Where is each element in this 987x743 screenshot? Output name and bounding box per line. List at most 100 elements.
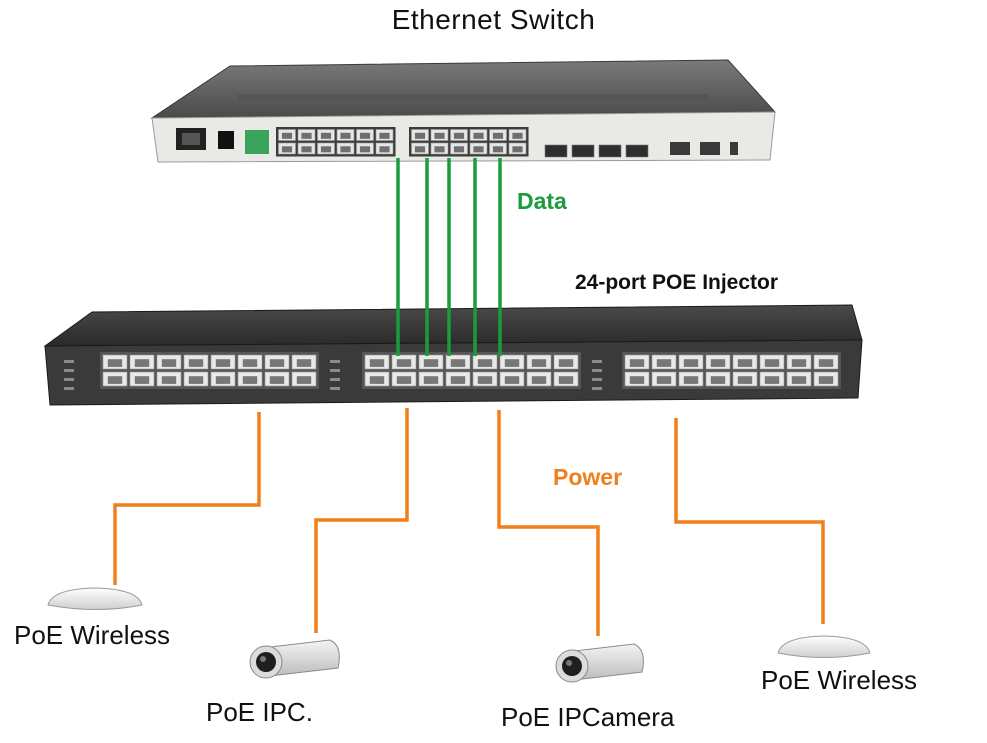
rj45-port-socket — [710, 359, 726, 367]
rj45-port-socket — [531, 359, 547, 367]
rj45-port-socket — [269, 359, 285, 367]
status-led — [64, 360, 74, 363]
rj45-port-socket — [281, 146, 293, 153]
rj45-port-socket — [504, 359, 520, 367]
sfp-port — [544, 144, 568, 158]
rj45-port-socket — [791, 376, 807, 384]
rj45-port-socket — [301, 132, 312, 139]
rj45-port-socket — [423, 376, 439, 384]
rj45-port-socket — [453, 132, 465, 139]
rj45-port-socket — [107, 376, 123, 384]
rj45-port-socket — [558, 359, 574, 367]
rj45-port-socket — [492, 146, 504, 153]
rj45-port-socket — [710, 376, 726, 384]
terminal-block-icon — [245, 130, 269, 154]
injector-port-block-2 — [362, 352, 581, 389]
access-point-left — [47, 587, 143, 610]
rj45-port-socket — [737, 376, 753, 384]
rj45-port-socket — [492, 132, 504, 139]
rj45-port-socket — [269, 376, 285, 384]
rj45-port-socket — [629, 359, 645, 367]
power-cable — [113, 412, 261, 585]
rj45-port-socket — [512, 146, 523, 153]
rj45-port-socket — [818, 376, 834, 384]
port-frame — [409, 127, 529, 157]
rj45-port-socket — [414, 146, 426, 153]
rj45-port-socket — [134, 359, 150, 367]
rj45-port-socket — [473, 146, 484, 153]
status-led — [592, 360, 602, 363]
rj45-port-socket — [359, 146, 371, 153]
device-label-camera-left: PoE IPC. — [206, 697, 313, 727]
rj45-port-socket — [359, 132, 371, 139]
sfp-port — [625, 144, 649, 158]
rj45-port-socket — [320, 132, 332, 139]
rj45-port-socket — [450, 359, 466, 367]
ip-camera-left — [249, 639, 340, 679]
rj45-port-socket — [340, 146, 351, 153]
rj45-port-socket — [107, 359, 123, 367]
power-label: Power — [553, 464, 623, 490]
poe-injector — [43, 304, 863, 406]
rj45-port-socket — [242, 376, 258, 384]
rj45-port-socket — [134, 376, 150, 384]
rj45-port-socket — [281, 132, 293, 139]
rj45-port-socket — [379, 146, 390, 153]
rj45-port-socket — [453, 146, 465, 153]
rj45-port-socket — [396, 376, 412, 384]
power-cable — [314, 408, 409, 633]
power-cables — [113, 408, 825, 636]
rj45-port-socket — [369, 359, 385, 367]
rj45-port-socket — [414, 132, 426, 139]
rj45-port-socket — [301, 146, 312, 153]
sfp-port — [571, 144, 595, 158]
rj45-port-socket — [683, 376, 699, 384]
rj45-port-socket — [296, 376, 312, 384]
rj45-port-socket — [558, 376, 574, 384]
status-led — [330, 360, 340, 363]
data-cables — [396, 158, 502, 356]
rj45-port-socket — [656, 359, 672, 367]
rj45-port-socket — [434, 132, 445, 139]
rj45-port-socket — [369, 376, 385, 384]
device-label-ap-left: PoE Wireless — [14, 620, 171, 650]
device-label-camera-right: PoE IPCamera — [501, 702, 675, 732]
injector-port-block-1 — [100, 352, 319, 389]
rj45-port-socket — [477, 359, 493, 367]
rj45-port-socket — [683, 359, 699, 367]
rj45-port-socket — [296, 359, 312, 367]
rj45-port-socket — [764, 376, 780, 384]
rj45-port-socket — [396, 359, 412, 367]
usb-port-icon — [730, 142, 738, 155]
rj45-port-socket — [791, 359, 807, 367]
status-led — [330, 387, 340, 390]
rj45-port-socket — [473, 132, 484, 139]
device-label-ap-right: PoE Wireless — [761, 665, 918, 695]
port-frame — [276, 127, 396, 157]
status-led — [592, 369, 602, 372]
status-led — [330, 378, 340, 381]
data-label: Data — [517, 188, 567, 214]
sfp-port — [598, 144, 622, 158]
status-led — [64, 378, 74, 381]
rj45-port-socket — [215, 359, 231, 367]
rj45-port-socket — [188, 359, 204, 367]
status-led — [330, 369, 340, 372]
rj45-port-socket — [450, 376, 466, 384]
power-switch-icon — [218, 131, 234, 149]
switch-port-block-a — [276, 127, 396, 157]
mgmt-port-icon — [700, 142, 720, 155]
ip-camera-right — [555, 643, 644, 683]
rj45-port-socket — [434, 146, 445, 153]
injector-port-block-3 — [622, 352, 841, 389]
ethernet-switch — [150, 59, 777, 163]
access-point-right — [777, 635, 871, 658]
rj45-port-socket — [320, 146, 332, 153]
rj45-port-socket — [379, 132, 390, 139]
power-cable — [497, 410, 600, 636]
rj45-port-socket — [242, 359, 258, 367]
rj45-port-socket — [161, 359, 177, 367]
rj45-port-socket — [340, 132, 351, 139]
injector-label: 24-port POE Injector — [575, 271, 779, 294]
